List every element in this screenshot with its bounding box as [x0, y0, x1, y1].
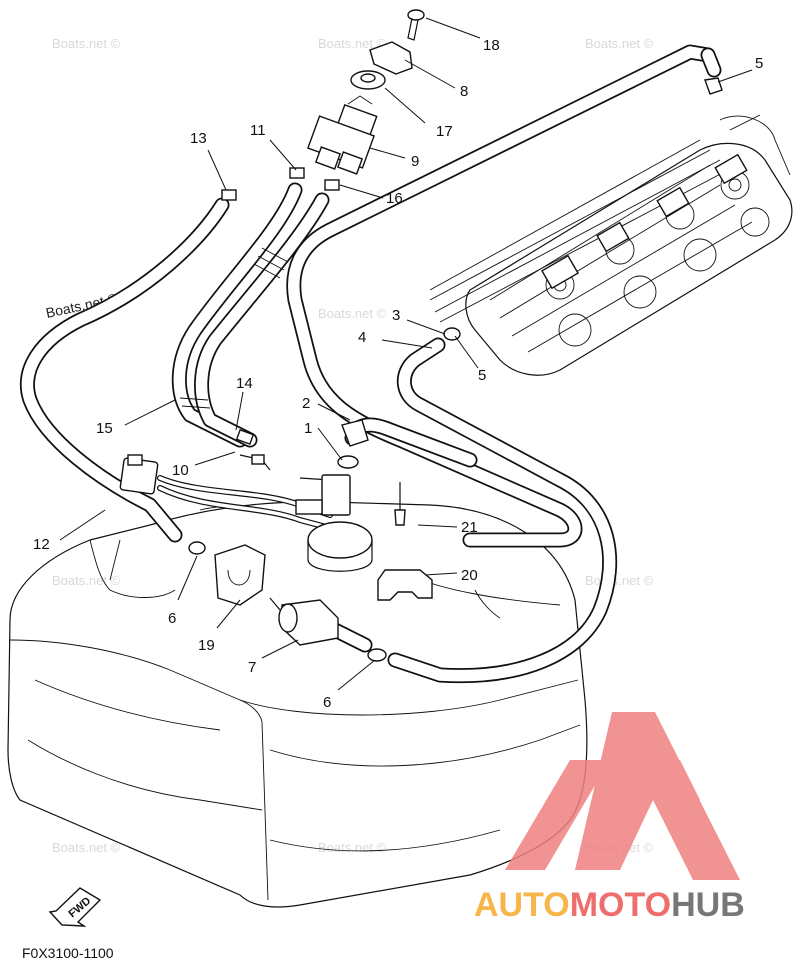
bracket-8: [369, 41, 413, 75]
callout-2: 2: [302, 395, 310, 412]
fuel-pump: [295, 474, 373, 572]
callout-20: 20: [461, 567, 478, 584]
clip-6-right: [367, 648, 387, 662]
grommet-17: [350, 70, 386, 90]
watermark: Boats.net ©: [52, 840, 121, 855]
callout-13: 13: [190, 130, 207, 147]
callout-18: 18: [483, 37, 500, 54]
callout-21: 21: [461, 519, 478, 536]
watermark: Boats.net ©: [52, 573, 121, 588]
leader-lines: [59, 17, 753, 691]
logo-triangle-mark: [505, 712, 740, 880]
fuel-hoses: [19, 44, 722, 684]
callout-6-left: 6: [168, 610, 176, 627]
watermark: Boats.net ©: [585, 36, 654, 51]
diagram-code: F0X3100-1100: [22, 945, 114, 961]
callout-3: 3: [392, 307, 400, 324]
callout-10: 10: [172, 462, 189, 479]
forward-arrow: FWD: [48, 887, 102, 927]
brand-auto: AUTO: [474, 886, 570, 924]
fuel-filter-7: [269, 597, 339, 646]
callout-5-mid: 5: [478, 367, 486, 384]
callout-15: 15: [96, 420, 113, 437]
callout-4: 4: [358, 329, 366, 346]
screw-18: [407, 9, 425, 41]
callout-14: 14: [236, 375, 253, 392]
callout-12: 12: [33, 536, 50, 553]
brand-moto: MOTO: [570, 886, 671, 924]
watermark: Boats.net ©: [585, 573, 654, 588]
clip-13: [221, 189, 237, 201]
sensor-9: [307, 95, 378, 175]
clip-5-mid: [443, 327, 461, 341]
clamp-1: [337, 455, 359, 469]
callout-9: 9: [411, 153, 419, 170]
callout-5-top: 5: [755, 55, 763, 72]
callout-19: 19: [198, 637, 215, 654]
callout-11: 11: [250, 122, 266, 139]
watermark: Boats.net ©: [318, 840, 387, 855]
callout-16: 16: [386, 190, 403, 207]
clip-11: [289, 167, 305, 179]
callouts: 18 8 17 9 16 11 13 5 3 4 5 2 1 14 15 10 …: [33, 37, 763, 711]
clip-16: [324, 179, 340, 191]
callout-8: 8: [460, 83, 468, 100]
throttle-body-assembly: [429, 114, 793, 376]
svg-text:AUTOMOTOHUB: AUTOMOTOHUB: [474, 886, 745, 924]
clip-5-top: [704, 77, 723, 95]
callout-1: 1: [304, 420, 312, 437]
callout-6-right: 6: [323, 694, 331, 711]
callout-7: 7: [248, 659, 256, 676]
watermark: Boats.net ©: [52, 36, 121, 51]
automotohub-logo: AUTOMOTOHUB: [474, 712, 745, 924]
parts: [188, 9, 723, 662]
callout-17: 17: [436, 123, 453, 140]
bracket-20: [377, 569, 433, 601]
clip-6-left: [188, 541, 206, 555]
watermark: Boats.net ©: [318, 306, 387, 321]
watermark: Boats.net ©: [318, 36, 387, 51]
mount-19: [214, 544, 266, 606]
pin-21: [394, 482, 406, 526]
brand-hub: HUB: [671, 886, 745, 924]
elbow-2: [341, 419, 369, 447]
